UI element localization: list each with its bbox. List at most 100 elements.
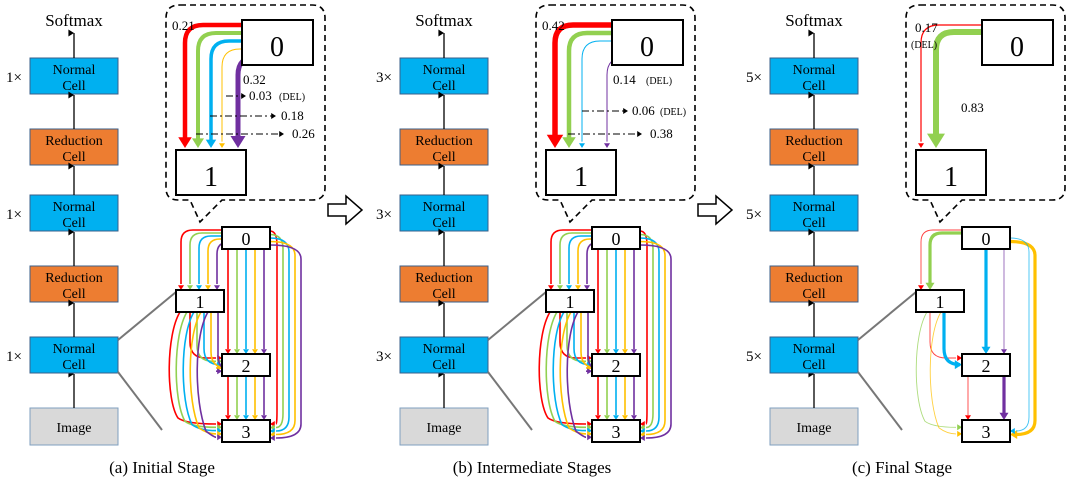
graph-node-1 — [175, 289, 225, 313]
graph-node-3 — [221, 419, 271, 443]
normal-cell — [399, 336, 489, 374]
callout-edge-purple — [606, 56, 626, 142]
repeat-multiplier: 1× — [6, 207, 22, 223]
callout-node-0-label: 0 — [1010, 32, 1024, 63]
graph-node-1 — [545, 289, 595, 313]
weight-label: 0.42 — [542, 18, 565, 33]
edge-1-3-yellow — [559, 311, 587, 435]
panel-caption: (a) Initial Stage — [109, 458, 215, 477]
normal-cell-label: Cell — [62, 79, 85, 94]
arrowhead-icon — [579, 143, 585, 148]
repeat-multiplier: 3× — [376, 349, 392, 365]
arrowhead-icon — [68, 29, 74, 37]
repeat-multiplier: 5× — [746, 349, 762, 365]
repeat-multiplier: 5× — [746, 207, 762, 223]
normal-cell — [769, 336, 859, 374]
arrowhead-icon — [187, 285, 193, 290]
callout-border — [535, 4, 696, 224]
callout-edge-red — [920, 24, 982, 142]
arrowhead-icon — [604, 349, 610, 354]
edge-0-1-red — [550, 229, 592, 284]
edge-0-3-green — [269, 233, 284, 429]
reduction-cell — [29, 265, 119, 303]
weight-label: 0.32 — [243, 72, 266, 87]
edge-0-1-green — [928, 231, 962, 284]
repeat-multiplier: 3× — [376, 70, 392, 86]
weight-label: 0.17 — [915, 20, 938, 35]
edge-0-3-purple — [639, 244, 672, 439]
callout-zoom: 010.210.320.03(DEL)0.180.26 — [165, 4, 326, 224]
arrowhead-icon — [438, 91, 444, 99]
edge-1-3-green — [915, 311, 957, 428]
zoom-line — [117, 371, 163, 431]
graph-node-1-label: 1 — [566, 292, 575, 312]
panel-b: SoftmaxImageNormalCell3×ReductionCellNor… — [376, 4, 734, 477]
reduction-cell-label: Cell — [802, 287, 825, 302]
arrowhead-icon — [196, 285, 202, 290]
normal-cell-label: Cell — [432, 358, 455, 373]
weight-label: 0.03 — [249, 88, 272, 103]
edge-0-3-red — [269, 230, 278, 425]
edge-0-3-blue — [1009, 237, 1030, 432]
arrowhead-icon — [957, 424, 962, 431]
panel-caption: (b) Intermediate Stages — [453, 458, 612, 477]
callout-edge-blue — [209, 39, 242, 141]
arrowhead-icon — [68, 228, 74, 236]
normal-cell — [399, 194, 489, 232]
arrowhead-icon — [261, 349, 267, 354]
graph-node-0 — [221, 226, 271, 250]
deleted-tag: (DEL) — [279, 92, 305, 103]
arrowhead-icon — [566, 285, 572, 290]
edge-0-3-red — [639, 230, 648, 425]
edge-0-1-red — [180, 229, 222, 284]
arrowhead-icon — [205, 139, 217, 148]
reduction-cell — [769, 265, 859, 303]
cell-stack: SoftmaxImageNormalCell5×ReductionCellNor… — [746, 11, 859, 446]
arrowhead-icon — [230, 136, 246, 148]
graph-node-1-label: 1 — [936, 292, 945, 312]
graph-node-0 — [961, 226, 1011, 250]
callout-node-1 — [915, 149, 987, 196]
reduction-cell-label: Reduction — [785, 271, 843, 286]
reduction-cell-label: Reduction — [415, 134, 473, 149]
arrowhead-icon — [981, 346, 991, 354]
arrowhead-icon — [214, 285, 220, 290]
normal-cell-label: Cell — [802, 79, 825, 94]
normal-cell-label: Normal — [793, 63, 836, 78]
weight-label: 0.38 — [650, 126, 673, 141]
normal-cell-label: Cell — [62, 358, 85, 373]
arrowhead-icon — [918, 285, 924, 290]
edge-0-3-yellow — [269, 240, 296, 436]
edge-0-3-yellow — [639, 240, 666, 436]
arrowhead-icon — [1010, 428, 1015, 434]
weight-label: 0.06 — [632, 103, 655, 118]
normal-cell-label: Normal — [53, 200, 96, 215]
graph-node-2 — [961, 353, 1011, 377]
arrowhead-icon — [261, 415, 267, 420]
callout-node-1-label: 1 — [574, 162, 588, 193]
arrowhead-icon — [225, 415, 231, 420]
edge-0-3-blue — [639, 237, 660, 432]
weight-label: 0.83 — [961, 100, 984, 115]
arrowhead-icon — [438, 228, 444, 236]
graph-node-3-label: 3 — [982, 422, 991, 442]
reduction-cell-label: Cell — [802, 150, 825, 165]
arrowhead-icon — [68, 91, 74, 99]
image-label: Image — [427, 421, 462, 436]
arrowhead-icon — [613, 415, 619, 420]
panel-caption: (c) Final Stage — [852, 458, 952, 477]
graph-node-0 — [591, 226, 641, 250]
zoom-line — [487, 291, 547, 341]
edge-1-3-green — [175, 311, 217, 429]
arrowhead-icon — [68, 299, 74, 307]
graph-node-0-label: 0 — [612, 229, 621, 249]
edge-1-3-yellow — [929, 311, 957, 435]
arrowhead-icon — [225, 349, 231, 354]
edge-0-3-blue — [269, 237, 290, 432]
repeat-multiplier: 1× — [6, 349, 22, 365]
image-block — [29, 407, 119, 446]
normal-cell — [769, 57, 859, 95]
arrowhead-icon — [918, 143, 924, 148]
arrowhead-icon — [178, 285, 184, 290]
arrowhead-icon — [808, 228, 814, 236]
